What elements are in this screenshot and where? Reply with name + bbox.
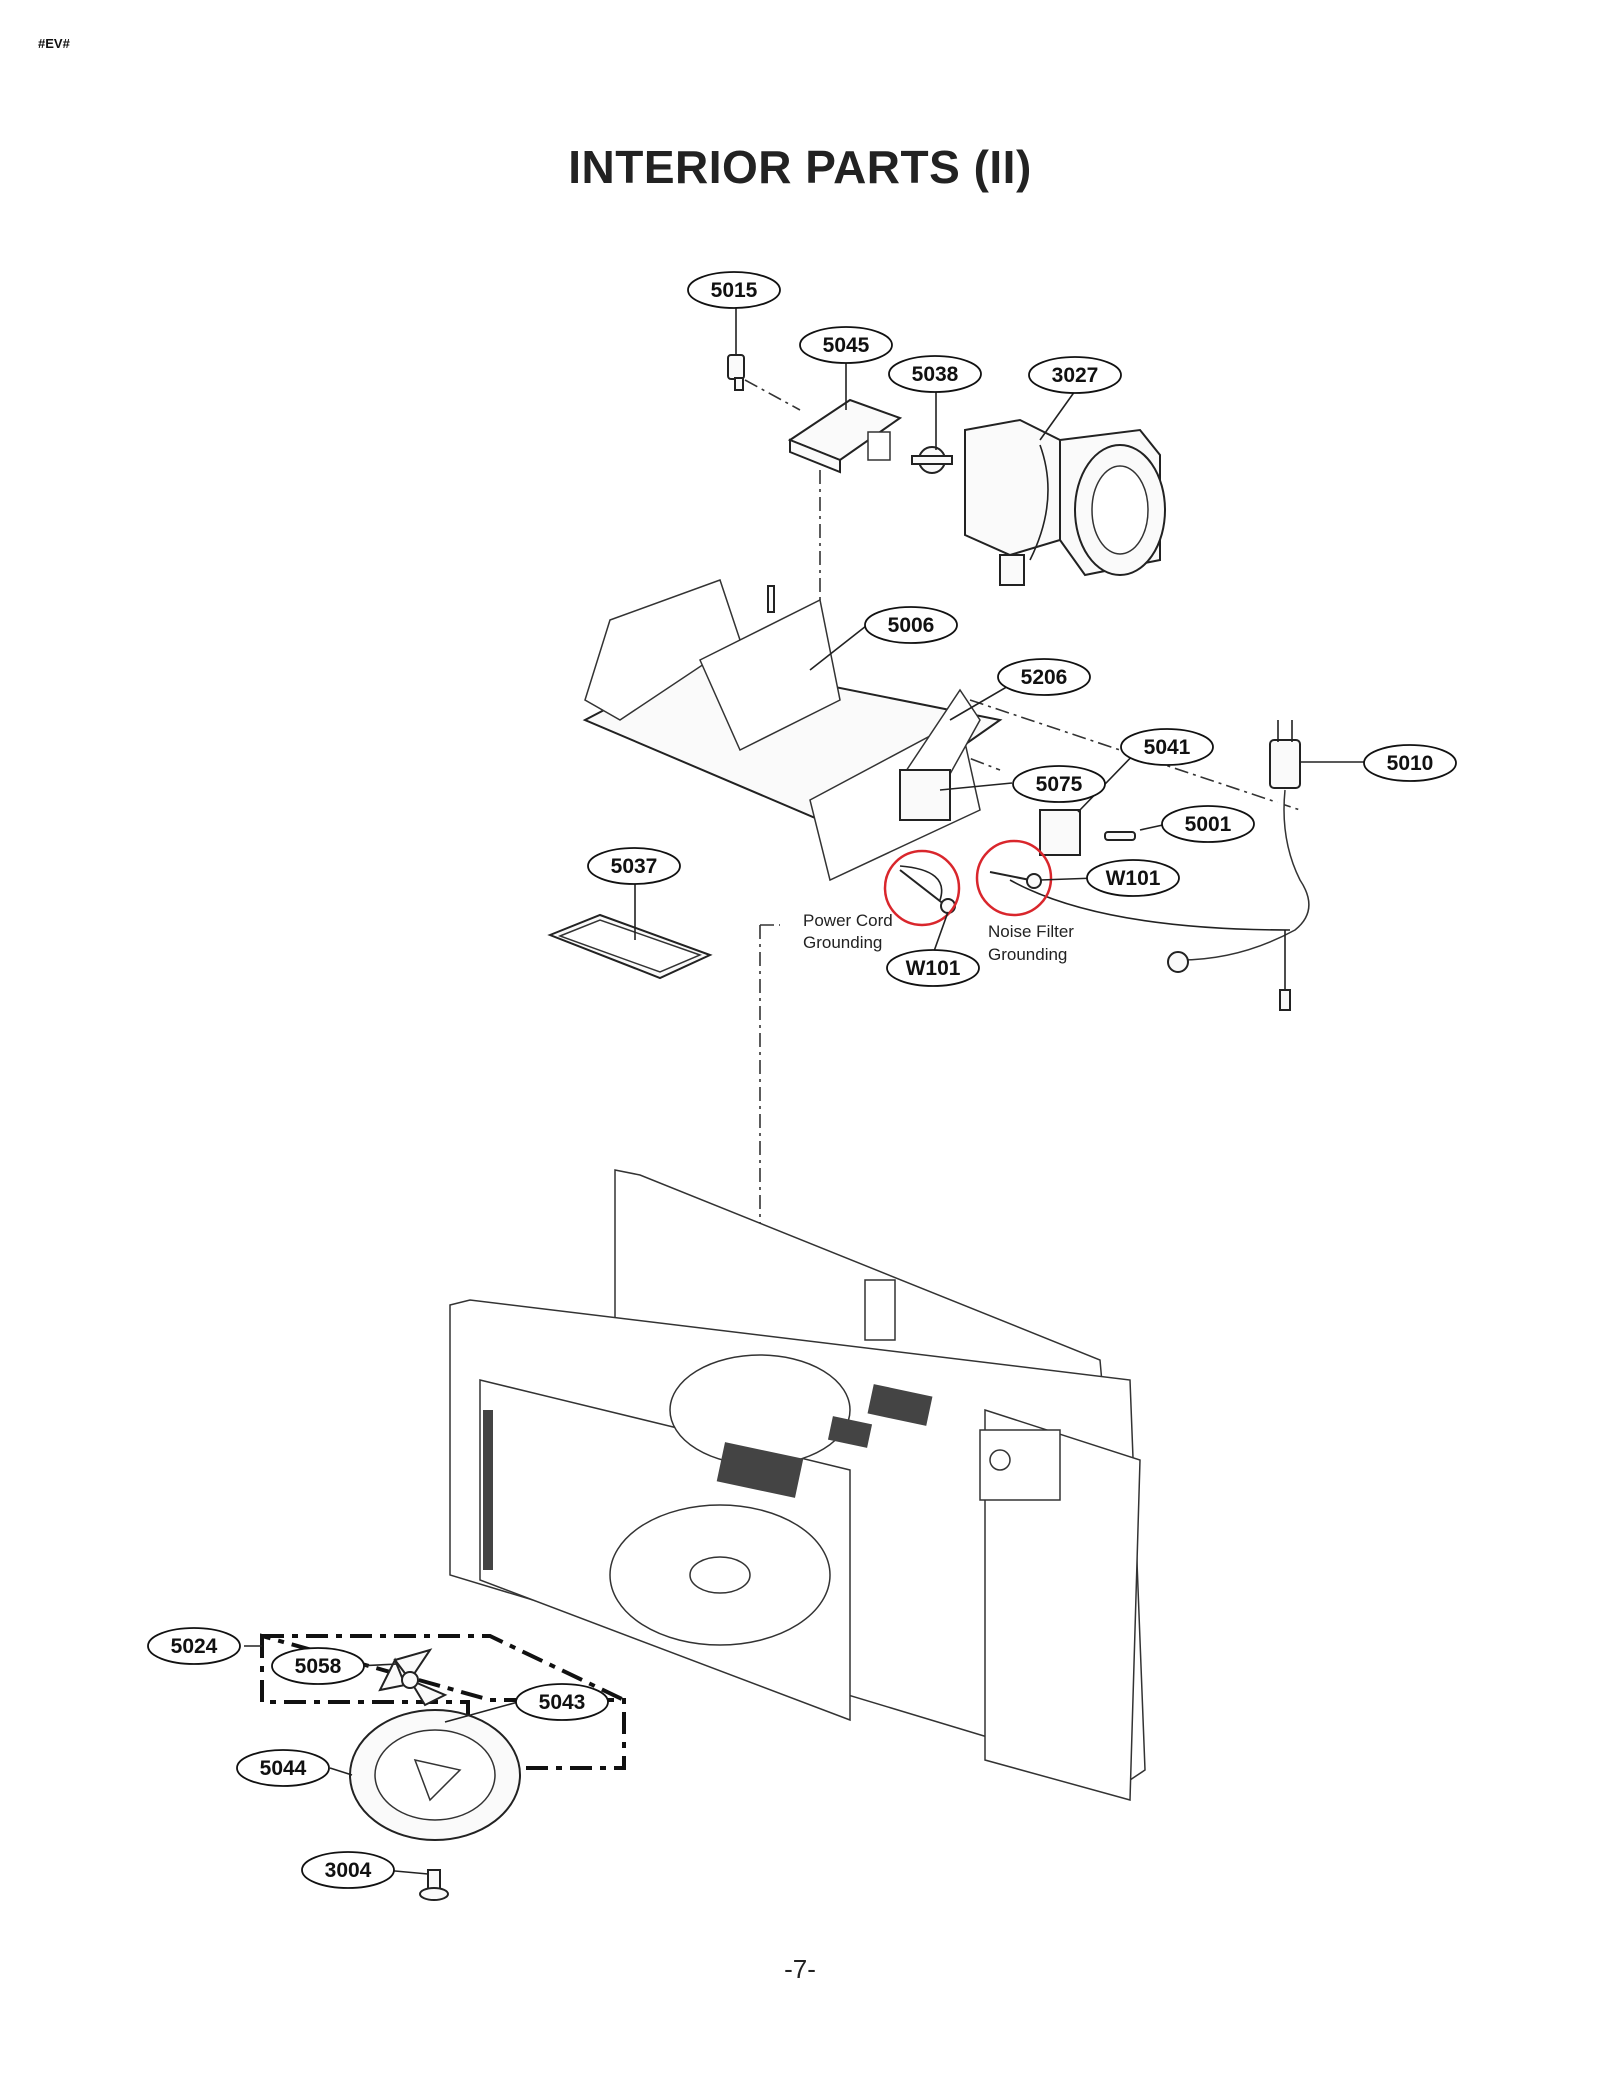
- highlight-circle-power-cord: [883, 849, 961, 927]
- callout-label: 5006: [888, 614, 935, 637]
- part-3027-fan-motor: [964, 418, 1166, 586]
- callout-5041: 5041: [1120, 728, 1214, 766]
- callout-W101-power-cord: W101: [886, 949, 980, 987]
- callout-5044: 5044: [236, 1749, 330, 1787]
- callout-label: 5024: [171, 1635, 218, 1658]
- callout-label: 3004: [325, 1859, 372, 1882]
- part-5015-sensor: [727, 354, 745, 391]
- callout-5043: 5043: [515, 1683, 609, 1721]
- callout-5001: 5001: [1161, 805, 1255, 843]
- callout-5058: 5058: [271, 1647, 365, 1685]
- note-line: Grounding: [803, 933, 882, 952]
- callout-label: 5058: [295, 1655, 342, 1678]
- page-number: -7-: [784, 1954, 816, 1984]
- note-line: Noise Filter: [988, 922, 1074, 941]
- document-code: #EV#: [38, 36, 70, 51]
- callout-5045: 5045: [799, 326, 893, 364]
- callout-label: 5010: [1387, 752, 1434, 775]
- part-5045-board: [787, 398, 903, 474]
- callout-label: 5075: [1036, 773, 1083, 796]
- callout-label: 5001: [1185, 813, 1232, 836]
- part-5001-fuse: [1104, 831, 1136, 841]
- callout-label: 5044: [260, 1757, 307, 1780]
- callout-label: 5015: [711, 279, 758, 302]
- callout-label: 5206: [1021, 666, 1068, 689]
- convection-fan-assembly: [260, 1633, 626, 1901]
- callout-5038: 5038: [888, 355, 982, 393]
- grounding-screws: [883, 839, 1053, 927]
- callout-label: 5037: [611, 855, 658, 878]
- note-line: Grounding: [988, 945, 1067, 964]
- callout-5015: 5015: [687, 271, 781, 309]
- callout-5006: 5006: [864, 606, 958, 644]
- part-5037-filter: [547, 913, 713, 980]
- callout-5206: 5206: [997, 658, 1091, 696]
- callout-5024: 5024: [147, 1627, 241, 1665]
- callout-label: 5041: [1144, 736, 1191, 759]
- callout-3027: 3027: [1028, 356, 1122, 394]
- part-5041-relay: [1039, 809, 1081, 856]
- callout-label: 5045: [823, 334, 870, 357]
- callout-label: W101: [906, 957, 961, 980]
- part-5075-noise-filter: [899, 769, 951, 821]
- callout-5037: 5037: [587, 847, 681, 885]
- callout-3004: 3004: [301, 1851, 395, 1889]
- callout-label: 5043: [539, 1691, 586, 1714]
- callout-5010: 5010: [1363, 744, 1457, 782]
- callout-5075: 5075: [1012, 765, 1106, 803]
- main-cavity-frame: [449, 1169, 1146, 1801]
- callout-label: 3027: [1052, 364, 1099, 387]
- note-power-cord-grounding: Power Cord Grounding: [803, 911, 893, 952]
- callout-W101-noise-filter: W101: [1086, 859, 1180, 897]
- note-noise-filter-grounding: Noise Filter Grounding: [988, 922, 1074, 964]
- callout-label: 5038: [912, 363, 959, 386]
- note-line: Power Cord: [803, 911, 893, 930]
- part-5010-power-cord: [1009, 720, 1310, 1011]
- highlight-circle-noise-filter: [975, 839, 1053, 917]
- part-5038-thermostat: [911, 446, 953, 474]
- callout-leaders: [244, 308, 1370, 1875]
- callout-label: W101: [1106, 867, 1161, 890]
- page-title: INTERIOR PARTS (II): [568, 141, 1032, 193]
